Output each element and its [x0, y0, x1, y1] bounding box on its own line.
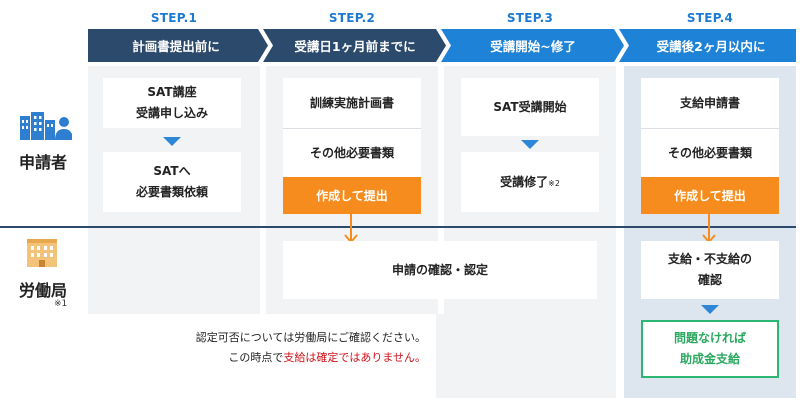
step4-result-line1: 問題なければ — [673, 331, 746, 345]
step2-training-plan-box: 訓練実施計画書 — [283, 78, 421, 128]
note-certification-inquiry: 認定可否については労働局にご確認ください。 — [195, 331, 426, 344]
note-line2-prefix: この時点で — [228, 351, 284, 364]
building-person-icon — [20, 112, 72, 140]
step1-box1-line1: SAT講座 — [147, 85, 197, 99]
step-2-chevron — [263, 29, 446, 62]
note-payment-not-confirmed: この時点で支給は確定ではありません。 — [176, 349, 426, 365]
step-3-title: 受講開始~修了 — [490, 39, 576, 54]
step4-grant-payment-box: 問題なければ 助成金支給 — [641, 320, 779, 378]
step3-box2-note: ※2 — [548, 179, 560, 188]
labor-bureau-note: ※1 — [54, 299, 68, 309]
step-3-panel-lower — [436, 314, 616, 398]
step4-bureau-check-box: 支給・不支給の 確認 — [641, 241, 779, 299]
step2-down-arrow-icon — [344, 214, 358, 244]
role-labor-bureau-label: 労働局 — [19, 281, 68, 300]
step1-request-documents-box: SATへ 必要書類依頼 — [103, 152, 241, 212]
step-2-label: STEP.2 — [328, 11, 376, 25]
step3-course-start-box: SAT受講開始 — [461, 78, 599, 136]
step-4-chevron — [619, 29, 796, 62]
step1-box2-line1: SATへ — [153, 164, 191, 178]
step-1-title: 計画書提出前に — [132, 39, 220, 54]
step2-box-divider — [283, 128, 421, 129]
step-2-title: 受講日1ヶ月前までに — [294, 39, 416, 54]
step4-down-arrow-icon — [702, 214, 716, 244]
step2-submit-bar: 作成して提出 — [283, 177, 421, 214]
note-line2-red: 支給は確定ではありません。 — [283, 351, 426, 364]
step2-other-documents-box: その他必要書類 — [283, 129, 421, 177]
step3-box2-label: 受講修了 — [500, 174, 549, 189]
role-divider — [0, 226, 796, 228]
step1-box1-line2: 受講申し込み — [135, 106, 208, 120]
step4-result-line2: 助成金支給 — [679, 352, 740, 366]
labor-bureau-building-icon — [27, 239, 57, 267]
step-4-label: STEP.4 — [686, 11, 734, 25]
step3-course-complete-box: 受講修了※2 — [461, 152, 599, 212]
role-applicant-label: 申請者 — [19, 153, 68, 172]
step4-bureau-line2: 確認 — [697, 273, 722, 287]
step4-submit-bar: 作成して提出 — [641, 177, 779, 214]
step3-arrow-icon — [521, 140, 539, 149]
step4-other-documents-box: その他必要書類 — [641, 129, 779, 177]
step-1-label: STEP.1 — [150, 11, 198, 25]
step-3-label: STEP.3 — [506, 11, 554, 25]
step4-payment-application-box: 支給申請書 — [641, 78, 779, 128]
step-3-chevron — [441, 29, 624, 62]
step4-box-divider — [641, 128, 779, 129]
step-4-title: 受講後2ヶ月以内に — [656, 39, 766, 54]
step2-bureau-confirmation-box: 申請の確認・認定 — [283, 241, 597, 299]
step1-arrow-icon — [163, 137, 181, 146]
step1-box2-line2: 必要書類依頼 — [135, 185, 208, 199]
step-chevron-bar — [88, 29, 796, 62]
step4-arrow-icon — [701, 305, 719, 314]
step4-bureau-line1: 支給・不支給の — [667, 252, 752, 266]
step-1-chevron — [88, 29, 268, 62]
step1-course-application-box: SAT講座 受講申し込み — [103, 78, 241, 128]
